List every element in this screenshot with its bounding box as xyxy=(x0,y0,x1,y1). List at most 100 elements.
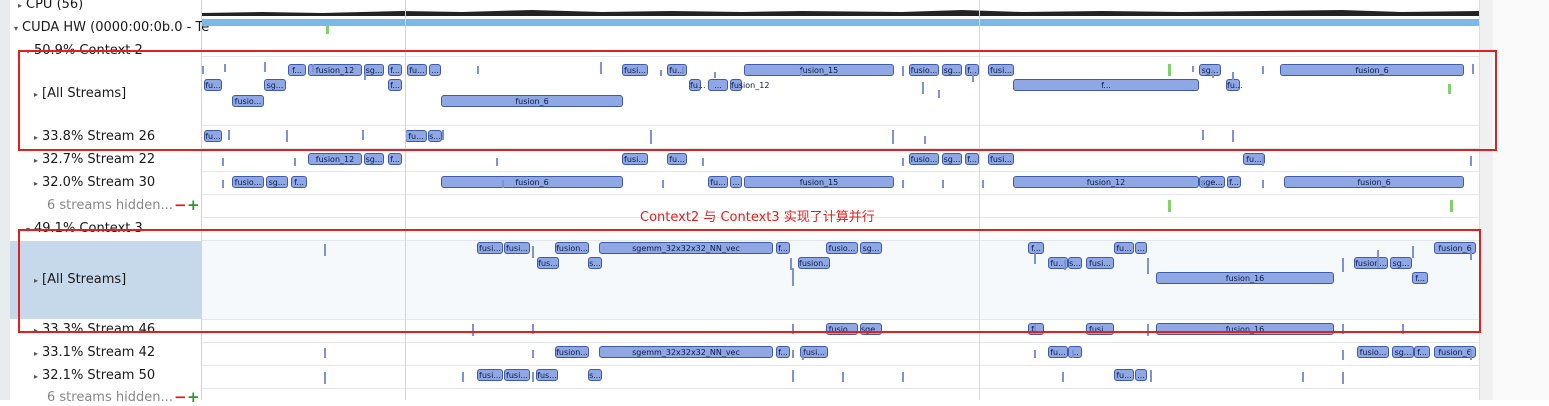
kernel-block[interactable]: f... xyxy=(1028,242,1044,254)
kernel-block[interactable]: f... xyxy=(388,64,402,76)
kernel-block[interactable]: fusion_6 xyxy=(1280,64,1464,76)
collapse-arrow-icon[interactable]: ▾ xyxy=(13,24,18,33)
kernel-block[interactable]: f... xyxy=(776,242,790,254)
kernel-block[interactable]: fu... xyxy=(667,153,687,165)
kernel-block[interactable]: fusion_6 xyxy=(441,95,623,107)
kernel-block[interactable]: fusio... xyxy=(826,242,858,254)
kernel-block[interactable]: ... xyxy=(1068,346,1082,358)
kernel-block[interactable]: fu... xyxy=(1114,242,1134,254)
kernel-block[interactable]: sg... xyxy=(1390,257,1412,269)
kernel-block[interactable]: fusion... xyxy=(555,242,589,254)
kernel-block[interactable]: fusion_12 xyxy=(1013,176,1199,188)
kernel-block[interactable]: f... xyxy=(1227,176,1241,188)
kernel-block[interactable]: f... xyxy=(1013,79,1199,91)
tree-row-stream-22[interactable]: ▸32.7% Stream 22 xyxy=(30,152,221,167)
kernel-block[interactable]: ... xyxy=(730,176,742,188)
kernel-block[interactable]: fusi... xyxy=(988,64,1014,76)
collapse-minus-icon[interactable]: − xyxy=(174,196,187,214)
kernel-block[interactable]: fusio... xyxy=(909,153,939,165)
kernel-block[interactable]: f... xyxy=(288,64,306,76)
kernel-block[interactable]: ... xyxy=(1135,369,1147,381)
kernel-block[interactable]: fusio... xyxy=(232,95,264,107)
tree-row-cuda-hw[interactable]: ▾CUDA HW (0000:00:0b.0 - Te xyxy=(10,20,209,35)
kernel-block[interactable]: s... xyxy=(1068,257,1082,269)
kernel-block[interactable]: fus... xyxy=(537,257,559,269)
kernel-block[interactable]: f... xyxy=(388,79,402,91)
tree-row-stream-50[interactable]: ▸32.1% Stream 50 xyxy=(30,368,221,383)
tree-row-stream-46[interactable]: ▸33.3% Stream 46 xyxy=(30,322,221,337)
kernel-block[interactable]: fusi... xyxy=(477,242,503,254)
kernel-block[interactable]: fu... xyxy=(1243,153,1265,165)
tree-row-stream-26[interactable]: ▸33.8% Stream 26 xyxy=(30,129,221,144)
kernel-block[interactable]: ... xyxy=(429,64,441,76)
kernel-block[interactable]: fusion_12 xyxy=(308,64,362,76)
kernel-block[interactable]: f... xyxy=(965,153,979,165)
kernel-block[interactable]: fusi... xyxy=(477,369,503,381)
expand-arrow-icon[interactable]: ▸ xyxy=(33,90,38,99)
kernel-block[interactable]: fusi... xyxy=(504,369,530,381)
kernel-block[interactable]: s... xyxy=(428,130,442,142)
tree-row-hidden-streams-2[interactable]: 6 streams hidden... xyxy=(47,390,197,405)
kernel-block[interactable]: fus... xyxy=(536,369,558,381)
kernel-block[interactable]: sg... xyxy=(364,153,384,165)
kernel-block[interactable]: fu... xyxy=(1048,346,1068,358)
kernel-block[interactable]: fusion_6 xyxy=(441,176,623,188)
kernel-block[interactable]: sg... xyxy=(860,242,882,254)
kernel-block[interactable]: sgemm_32x32x32_NN_vec xyxy=(599,242,773,254)
kernel-block[interactable]: sg... xyxy=(264,79,286,91)
kernel-block[interactable]: f... xyxy=(388,153,402,165)
tree-row-stream-30[interactable]: ▸32.0% Stream 30 xyxy=(30,175,221,190)
expand-arrow-icon[interactable]: ▸ xyxy=(33,156,38,165)
kernel-block[interactable]: fusi... xyxy=(622,153,648,165)
kernel-block[interactable]: fusion_15 xyxy=(744,176,894,188)
kernel-block[interactable]: fu... xyxy=(204,79,222,91)
expand-arrow-icon[interactable]: ▸ xyxy=(33,179,38,188)
kernel-block[interactable]: fusion_6 xyxy=(1434,346,1476,358)
kernel-block[interactable]: fusion_12 xyxy=(308,153,362,165)
kernel-block[interactable]: f... xyxy=(1412,272,1428,284)
kernel-block[interactable]: fu... xyxy=(708,176,728,188)
kernel-block[interactable]: fusion_16 xyxy=(1156,272,1334,284)
kernel-block[interactable]: f... xyxy=(776,346,790,358)
expand-plus-icon[interactable]: + xyxy=(187,388,200,406)
kernel-block[interactable]: fusio... xyxy=(232,176,264,188)
expand-plus-icon[interactable]: + xyxy=(187,196,200,214)
expand-arrow-icon[interactable]: ▸ xyxy=(33,133,38,142)
kernel-block[interactable]: sg... xyxy=(266,176,288,188)
kernel-block[interactable]: fusion_6 xyxy=(1434,242,1476,254)
kernel-block[interactable]: fusi... xyxy=(504,242,530,254)
kernel-block[interactable]: sg... xyxy=(942,153,962,165)
expand-arrow-icon[interactable]: ▸ xyxy=(17,1,22,10)
tree-row-cpu[interactable]: ▸CPU (56) xyxy=(14,0,205,12)
kernel-block[interactable]: fusi... xyxy=(988,153,1014,165)
expand-arrow-icon[interactable]: ▸ xyxy=(33,326,38,335)
kernel-block[interactable]: sg... xyxy=(942,64,962,76)
kernel-block[interactable]: fusion... xyxy=(555,346,589,358)
kernel-block[interactable]: s... xyxy=(588,369,602,381)
kernel-block[interactable]: f... xyxy=(1414,346,1430,358)
kernel-block[interactable]: fusion_6 xyxy=(1284,176,1464,188)
kernel-block[interactable]: sg... xyxy=(1392,346,1414,358)
tree-row-ctx2-all-streams[interactable]: ▸[All Streams] xyxy=(30,86,221,101)
kernel-block[interactable]: fusi... xyxy=(800,346,828,358)
tree-row-hidden-streams-1[interactable]: 6 streams hidden... xyxy=(47,198,197,213)
tree-row-ctx3-all-streams[interactable]: ▸[All Streams] xyxy=(30,272,221,287)
kernel-block[interactable]: sg... xyxy=(364,64,384,76)
expand-arrow-icon[interactable]: ▸ xyxy=(33,276,38,285)
vertical-scrollbar[interactable] xyxy=(1479,0,1494,400)
kernel-block[interactable]: fusio... xyxy=(1357,346,1389,358)
kernel-block[interactable]: f... xyxy=(291,176,307,188)
collapse-minus-icon[interactable]: − xyxy=(174,388,187,406)
tree-row-stream-42[interactable]: ▸33.1% Stream 42 xyxy=(30,345,221,360)
kernel-block[interactable]: fu... xyxy=(1048,257,1068,269)
kernel-block[interactable]: ... xyxy=(708,79,728,91)
kernel-block[interactable]: fu... xyxy=(407,64,427,76)
kernel-block[interactable]: fusio... xyxy=(909,64,939,76)
kernel-block[interactable]: fusion_15 xyxy=(744,64,894,76)
kernel-block[interactable]: ... xyxy=(1135,242,1147,254)
kernel-block[interactable]: f... xyxy=(965,64,979,76)
kernel-block[interactable]: sg... xyxy=(1199,64,1221,76)
kernel-block[interactable]: fu... xyxy=(689,79,706,91)
kernel-block[interactable]: sgemm_32x32x32_NN_vec xyxy=(599,346,773,358)
kernel-block[interactable]: fusion... xyxy=(798,257,831,269)
